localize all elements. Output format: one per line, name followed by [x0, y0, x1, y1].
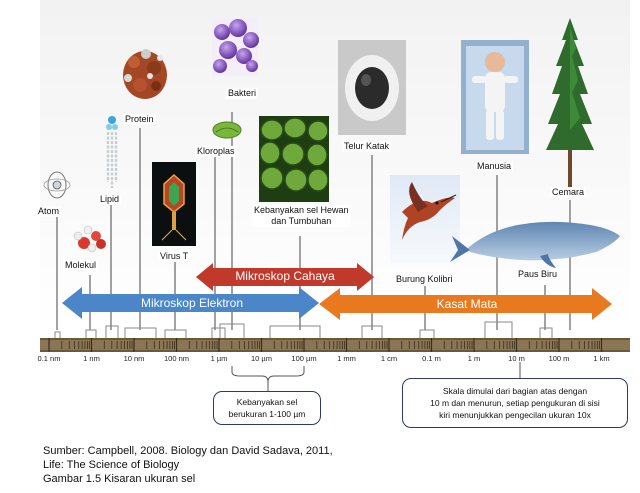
- plant-cells-image: [259, 116, 329, 202]
- scale-tick-label: 10 µm: [251, 354, 272, 363]
- note-scale-explanation: Skala dimulai dari bagian atas dengan 10…: [402, 378, 628, 428]
- label-sel-line1: Kebanyakan sel Hewan: [254, 205, 349, 215]
- scale-tick-label: 1 m: [467, 354, 481, 363]
- blue-whale-image: [450, 221, 620, 268]
- source-caption: Sumber: Campbell, 2008. Biology dan Davi…: [43, 444, 333, 486]
- label-bakteri: Bakteri: [226, 88, 259, 99]
- hummingbird-image: [390, 175, 460, 263]
- source-line3: Gambar 1.5 Kisaran ukuran sel: [43, 473, 196, 485]
- label-virus: Virus T: [158, 251, 191, 262]
- note-cell-range-line1: Kebanyakan sel: [236, 397, 298, 407]
- cell-range-bracket: [231, 366, 305, 392]
- source-line1: Sumber: Campbell, 2008. Biology dan Davi…: [43, 445, 333, 457]
- label-lipid: Lipid: [98, 194, 122, 205]
- label-sel-line2: dan Tumbuhan: [271, 216, 332, 226]
- log-scale-ruler: [40, 338, 630, 352]
- size-brackets: [54, 321, 553, 338]
- note-scale-line3: kiri menunjukkan pengecilan ukuran 10x: [439, 410, 591, 420]
- label-atom: Atom: [36, 206, 62, 217]
- scale-tick-label: 100 m: [548, 354, 570, 363]
- label-paus: Paus Biru: [516, 269, 560, 280]
- label-manusia: Manusia: [475, 161, 514, 172]
- label-molekul: Molekul: [63, 260, 99, 271]
- arrow-label-elektron: Mikroskop Elektron: [140, 296, 244, 310]
- label-protein: Protein: [123, 114, 156, 125]
- mikroskop-elektron-arrow: [62, 287, 319, 319]
- molecule-image: [73, 225, 106, 253]
- scale-tick-label: 1 km: [593, 354, 610, 363]
- label-cemara: Cemara: [550, 187, 587, 198]
- atom-image: [43, 171, 71, 199]
- arrow-label-cahaya: Mikroskop Cahaya: [235, 269, 335, 283]
- label-sel: Kebanyakan sel Hewan dan Tumbuhan: [252, 205, 351, 227]
- source-line2: Life: The Science of Biology: [43, 459, 180, 471]
- frog-egg-image: [338, 40, 406, 135]
- scale-tick-label: 100 µm: [291, 354, 317, 363]
- arrow-label-kasat: Kasat Mata: [436, 297, 498, 311]
- scale-tick-label: 1 µm: [210, 354, 228, 363]
- scale-tick-label: 10 nm: [123, 354, 145, 363]
- kasat-mata-arrow: [319, 288, 612, 320]
- scale-tick-label: 1 nm: [83, 354, 100, 363]
- lipid-image: [106, 116, 118, 188]
- note-cell-range-line2: berukuran 1-100 µm: [228, 409, 306, 419]
- label-kolibri: Burung Kolibri: [394, 274, 455, 285]
- label-kloroplas: Kloroplas: [195, 146, 237, 157]
- note-scale-line2: 10 m dan menurun, setiap pengukuran di s…: [430, 398, 600, 408]
- label-telur: Telur Katak: [342, 141, 392, 152]
- bacteria-image: [212, 18, 259, 76]
- scale-tick-label: 1 cm: [380, 354, 398, 363]
- scale-tick-label: 1 mm: [337, 354, 356, 363]
- virus-image: [152, 162, 196, 246]
- scale-tick-label: 10 m: [508, 354, 525, 363]
- scale-tick-label: 100 nm: [163, 354, 190, 363]
- scale-tick-label: 0.1 nm: [37, 354, 61, 363]
- note-scale-line1: Skala dimulai dari bagian atas dengan: [442, 386, 588, 396]
- cemara-tree-image: [546, 18, 594, 196]
- chloroplast-image: [212, 121, 242, 139]
- mikroskop-cahaya-arrow: [196, 263, 374, 291]
- note-cell-range: Kebanyakan sel berukuran 1-100 µm: [213, 391, 321, 425]
- scale-tick-label: 0.1 m: [422, 354, 441, 363]
- baby-image: [461, 40, 529, 154]
- protein-image: [123, 49, 167, 99]
